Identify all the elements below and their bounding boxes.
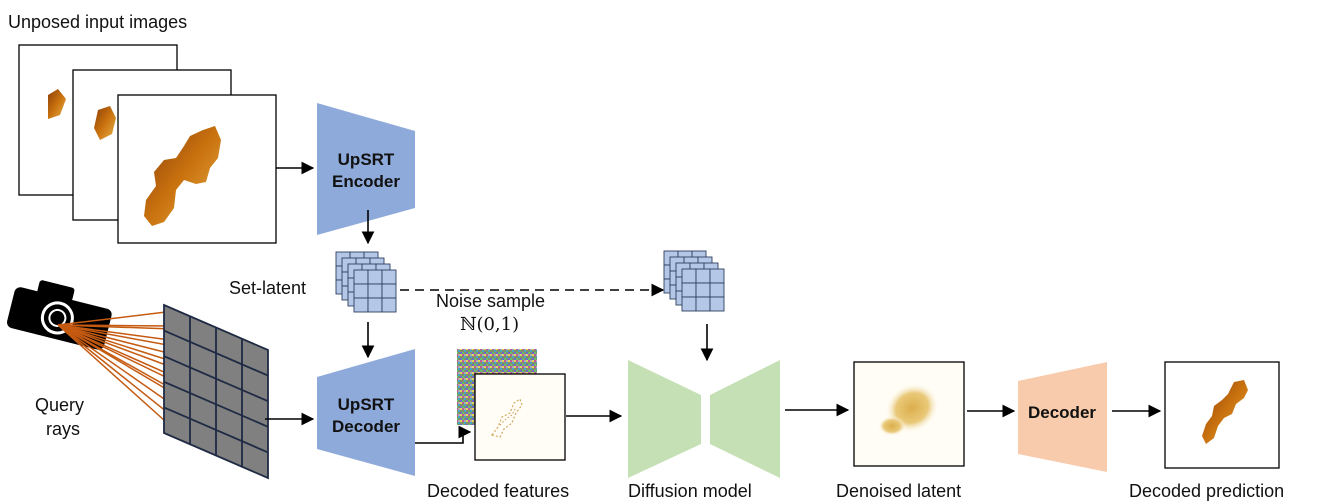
ray-line xyxy=(57,324,173,355)
latent-cell xyxy=(695,296,711,312)
camera-icon xyxy=(7,280,112,350)
diffusion-model-label: Diffusion model xyxy=(628,481,752,501)
ray-line xyxy=(57,324,175,369)
latent-cell xyxy=(353,297,369,313)
decoded-features-label: Decoded features xyxy=(427,481,570,501)
latent-cell xyxy=(695,268,711,284)
ray-grid-line xyxy=(163,406,269,454)
ray-grid-line xyxy=(163,355,269,403)
latent-cell xyxy=(695,282,711,298)
latent-cell xyxy=(681,296,697,312)
unposed-input-images-label: Unposed input images xyxy=(8,12,188,32)
final-decoder-block: Decoder xyxy=(1018,362,1107,472)
latent-cell xyxy=(681,282,697,298)
decoded-prediction-image xyxy=(1164,361,1280,469)
arrow-decoder-to-features xyxy=(415,425,472,444)
latent-cell xyxy=(709,282,725,298)
latent-cell xyxy=(353,269,369,285)
query-rays-label-line1: Query xyxy=(35,395,85,415)
latent-cell xyxy=(367,283,383,299)
latent-cell xyxy=(367,269,383,285)
latent-cell xyxy=(367,297,383,313)
decoder-label-line1: UpSRT xyxy=(338,395,395,414)
set-latent-stack-copy xyxy=(663,250,725,312)
ray-line xyxy=(57,324,171,341)
encoder-label-line2: Encoder xyxy=(332,172,400,191)
diffusion-model-block xyxy=(628,360,780,478)
ray-line xyxy=(57,324,181,411)
denoised-latent-label: Denoised latent xyxy=(836,481,962,501)
input-object xyxy=(144,126,221,226)
latent-cell xyxy=(709,296,725,312)
ray-line xyxy=(57,324,183,425)
query-rays-label-line2: rays xyxy=(46,419,81,439)
input-image-stack xyxy=(18,44,277,244)
decoded-features-image xyxy=(474,373,566,461)
final-decoder-label: Decoder xyxy=(1028,403,1096,422)
latent-cell xyxy=(381,269,397,285)
latent-cell xyxy=(709,268,725,284)
latent-cell xyxy=(381,297,397,313)
prediction-object xyxy=(1202,380,1248,444)
noise-distribution-label: ℕ(0,1) xyxy=(460,314,520,335)
encoder-label-line1: UpSRT xyxy=(338,150,395,169)
latent-cell xyxy=(353,283,369,299)
ray-line xyxy=(57,311,167,326)
upsrt-encoder-block: UpSRT Encoder xyxy=(317,103,415,235)
latent-cell xyxy=(681,268,697,284)
decoder-label-line2: Decoder xyxy=(332,417,400,436)
denoised-latent-image xyxy=(853,361,965,467)
set-latent-label: Set-latent xyxy=(229,278,307,298)
ray-grid-plane xyxy=(163,303,269,480)
noise-sample-label: Noise sample xyxy=(436,291,546,311)
decoded-prediction-label: Decoded prediction xyxy=(1129,481,1285,501)
ray-grid-line xyxy=(163,380,269,428)
latent-cell xyxy=(381,283,397,299)
upsrt-decoder-block: UpSRT Decoder xyxy=(317,349,415,476)
set-latent-stack xyxy=(335,251,397,313)
ray-grid-line xyxy=(163,329,269,377)
ray-line xyxy=(57,324,185,439)
